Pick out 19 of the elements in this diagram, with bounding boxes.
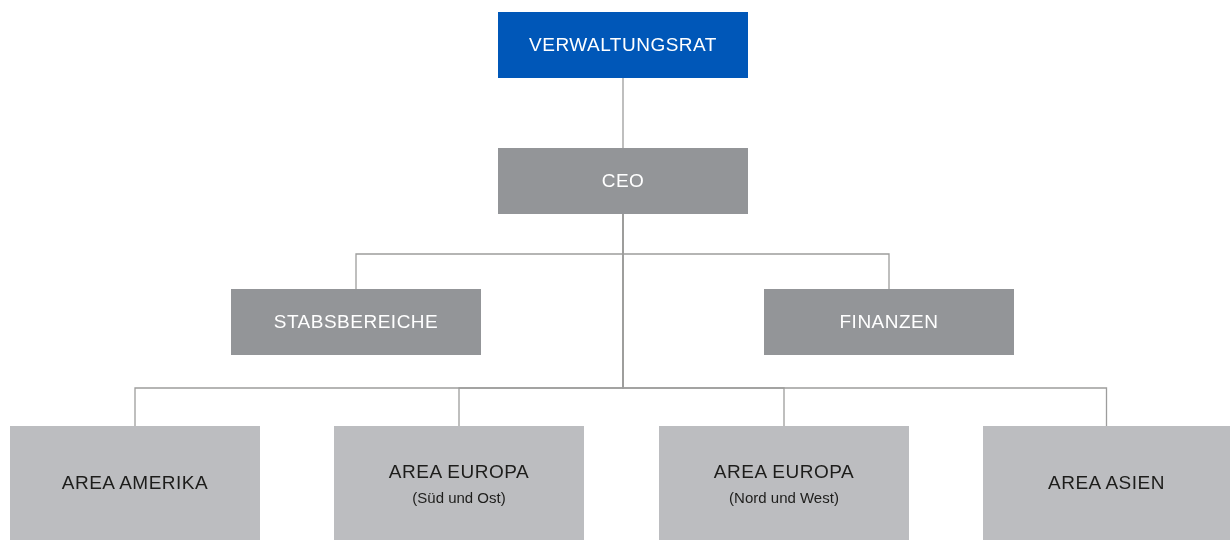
node-subtitle: (Nord und West) xyxy=(729,488,839,506)
node-title: STABSBEREICHE xyxy=(273,311,439,333)
node-title: FINANZEN xyxy=(839,311,939,333)
role-box xyxy=(231,289,481,355)
area-box xyxy=(10,426,260,540)
node-title: AREA EUROPA xyxy=(388,460,530,483)
role-box xyxy=(498,148,748,214)
node-title: AREA EUROPA xyxy=(713,460,855,483)
board-box xyxy=(498,12,748,78)
area-box xyxy=(334,426,584,540)
role-box xyxy=(764,289,1014,355)
node-title: AREA AMERIKA xyxy=(61,472,209,494)
connector-line xyxy=(622,77,624,149)
area-box xyxy=(983,426,1230,540)
node-title: AREA ASIEN xyxy=(1048,472,1165,494)
area-box xyxy=(659,426,909,540)
node-subtitle: (Süd und Ost) xyxy=(412,488,506,506)
node-title: VERWALTUNGSRAT xyxy=(529,34,717,56)
node-title: CEO xyxy=(601,170,645,192)
